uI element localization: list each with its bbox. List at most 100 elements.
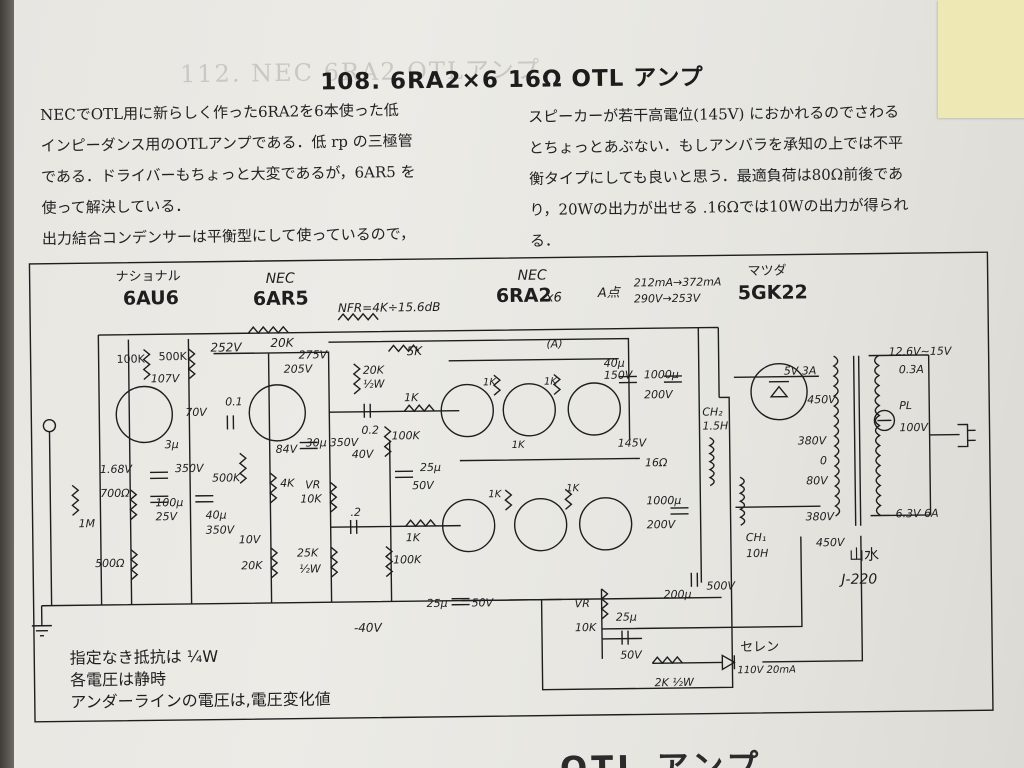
cap-25u-c — [621, 630, 629, 645]
label-350v-b: 350V — [206, 523, 236, 536]
label-1k-b: 1K — [406, 531, 421, 544]
cap-40u-b — [618, 375, 637, 384]
label-0.1: 0.1 — [225, 395, 243, 408]
v1-type: 6AU6 — [123, 287, 179, 310]
cap-3u — [149, 471, 169, 480]
v1-maker: ナショナル — [116, 269, 181, 285]
choke-ch1-icon — [738, 476, 746, 526]
label-ch2-h: 1.5H — [702, 419, 728, 432]
selen-wiring — [652, 535, 864, 664]
cap-0.2-b — [349, 519, 358, 534]
v3-maker: NEC — [518, 268, 548, 284]
label-10k: 10K — [300, 492, 322, 505]
resistor-1k-e — [504, 489, 513, 511]
label-xfmr-maker: 山水 — [849, 546, 879, 564]
label-ch2: CH₂ — [702, 405, 723, 418]
label-205v: 205V — [284, 362, 314, 375]
transformer-core — [852, 355, 862, 526]
label-200v-b: 200V — [647, 518, 677, 531]
tube-6au6-icon — [115, 385, 173, 444]
label-150v: 150V — [604, 369, 634, 382]
resistor-25k — [329, 546, 339, 578]
resistor-20k-feedback — [247, 325, 289, 335]
resistor-100k-b — [383, 426, 392, 458]
label-ch1: CH₁ — [746, 531, 767, 544]
tube-5gk22-icon — [750, 363, 808, 421]
label-20k-fb: 20K — [270, 336, 294, 350]
label-84v: 84V — [276, 443, 299, 456]
label-25u-a: 25μ — [420, 461, 441, 474]
label-10k-b: 10K — [575, 621, 597, 634]
v2-type: 6AR5 — [253, 287, 309, 310]
resistor-nfr — [337, 312, 379, 322]
rect-type: 5GK22 — [738, 281, 808, 304]
resistor-4k — [269, 472, 278, 504]
resistor-500k-b — [238, 452, 248, 484]
label-4k: 4K — [280, 477, 295, 490]
label-100k-b: 100K — [391, 429, 420, 442]
rectifier-wiring — [601, 375, 821, 630]
input-jack-icon — [42, 418, 57, 433]
note-line: 指定なき抵抗は ¼W — [69, 646, 219, 668]
label-380v-b: 380V — [806, 510, 836, 523]
label-25u-c: 25μ — [616, 610, 637, 623]
resistor-1k-b — [405, 518, 437, 528]
label-20k-half: 20K — [363, 364, 385, 377]
label-100u: 100μ — [155, 496, 183, 509]
label-100k-c: 100K — [393, 553, 422, 566]
cap-1000u-a — [663, 375, 682, 383]
resistor-500 — [129, 549, 139, 581]
label-selen-rating: 110V 20mA — [737, 665, 796, 677]
resistor-vr-10k-b — [600, 588, 609, 620]
v3-count: x6 — [545, 290, 562, 305]
ground-icon — [31, 624, 52, 637]
label-1k-e: 1K — [488, 489, 502, 500]
note-line: 各電圧は静時 — [69, 669, 167, 690]
label-0.2-a: 0.2 — [361, 424, 379, 437]
resistor-2k — [651, 655, 683, 665]
label-1m: 1M — [79, 517, 96, 530]
tube-6ra2-4-icon — [441, 498, 496, 553]
label-6.3v: 6.3V 6A — [895, 507, 938, 521]
nfr-label: NFR=4K÷15.6dB — [338, 300, 441, 315]
label-500-ohm: 500Ω — [95, 557, 125, 570]
label-1k-g: 1K — [512, 440, 526, 451]
resistor-100k-c — [384, 546, 394, 578]
label-500v: 500V — [706, 579, 736, 592]
input-wire — [48, 431, 53, 606]
label-pl: PL — [899, 399, 912, 412]
label-145v: 145V — [618, 436, 648, 449]
label-half-watt-b: ½W — [299, 562, 322, 575]
schematic-frame — [28, 251, 994, 723]
label-100k: 100K — [117, 352, 146, 365]
cap-25u-b — [451, 597, 470, 606]
transformer-primary-icon — [832, 355, 841, 517]
driver-stage-wiring — [213, 351, 333, 603]
tube-6ra2-3-icon — [567, 382, 621, 436]
resistor-vr-10k — [329, 481, 338, 513]
cap-0.1 — [226, 415, 235, 430]
label-12.6v: 12.6V~15V — [889, 345, 953, 359]
label-20k-b: 20K — [241, 559, 263, 572]
tube-6ra2-2-icon — [502, 383, 556, 437]
label-30u: 30μ — [306, 436, 327, 449]
label-50v-c: 50V — [620, 648, 643, 661]
next-page-title-fragment: OTL アンプ — [559, 746, 763, 768]
label-1k-f: 1K — [566, 483, 580, 494]
cap-200u — [690, 572, 699, 587]
ac-plug-icon — [957, 423, 976, 448]
label-16-ohm: 16Ω — [645, 456, 668, 469]
transformer-secondary-icon — [874, 354, 882, 517]
output-stage-wiring — [328, 337, 631, 602]
resistor-1k-d — [552, 373, 562, 396]
resistor-500k — [187, 348, 196, 380]
label-200v-a: 200V — [644, 388, 674, 401]
label-275v: 275V — [299, 348, 329, 361]
b-plus-rail — [98, 326, 720, 583]
resistor-20k-b — [269, 547, 279, 579]
output-bus — [448, 357, 722, 602]
label-1.68v: 1.68V — [100, 463, 134, 476]
resistor-1m — [71, 484, 80, 516]
